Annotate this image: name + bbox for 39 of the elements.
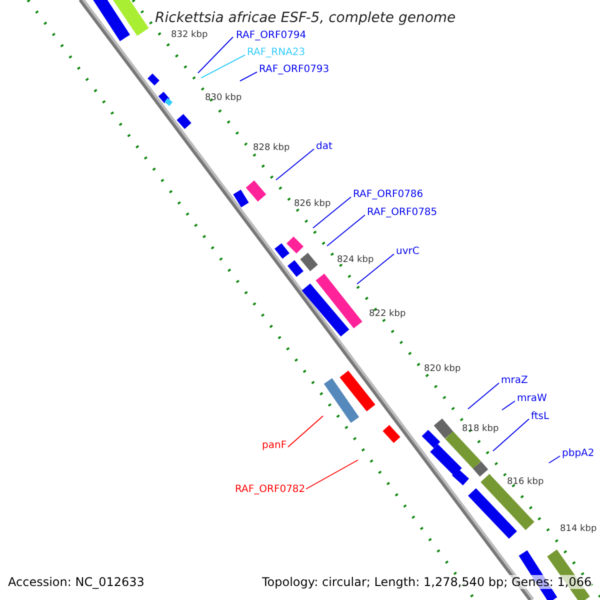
diagram-title: Rickettsia africae ESF-5, complete genome <box>155 11 456 25</box>
leader-line <box>468 382 500 410</box>
gene-label: RAF_ORF0782 <box>235 483 306 497</box>
gene-label: panF <box>262 439 287 453</box>
leader-line <box>492 418 530 452</box>
gene-label: dat <box>316 140 332 154</box>
info-text: Topology: circular; Length: 1,278,540 bp; Genes: 1,066 <box>262 575 592 589</box>
scale-label: 830 kbp <box>205 92 242 105</box>
gene-label: mraW <box>517 392 547 406</box>
leader-line <box>200 54 246 78</box>
leader-line <box>240 72 258 82</box>
scale-label: 826 kbp <box>294 198 331 211</box>
gene-label: RAF_ORF0793 <box>259 63 330 77</box>
gene-label: RAF_ORF0786 <box>353 188 424 202</box>
scale-label: 820 kbp <box>424 363 461 376</box>
leader-line <box>312 196 352 228</box>
leader-line <box>276 148 314 180</box>
leader-line <box>198 36 234 74</box>
leader-line <box>288 416 324 448</box>
leader-line <box>326 214 366 246</box>
leader-line <box>306 460 358 490</box>
scale-label: 818 kbp <box>462 423 499 436</box>
scale-label: 828 kbp <box>253 142 290 155</box>
leader-line <box>502 400 516 410</box>
leader-line <box>356 254 394 284</box>
scale-label: 814 kbp <box>560 523 597 536</box>
gene-label: RAF_ORF0785 <box>367 206 438 220</box>
info-text: Accession: NC_012633 <box>8 575 144 589</box>
scale-label: 832 kbp <box>171 29 208 42</box>
gene-label: RAF_RNA23 <box>247 46 306 60</box>
leader-line <box>548 456 560 464</box>
scale-label: 824 kbp <box>337 254 374 267</box>
gene-label: ftsL <box>531 410 550 424</box>
scale-label: 816 kbp <box>507 476 544 489</box>
gene-label: uvrC <box>396 245 420 259</box>
gene-label: mraZ <box>501 374 528 388</box>
scale-label: 822 kbp <box>369 308 406 321</box>
gene-label: RAF_ORF0794 <box>236 29 306 43</box>
gene-label: pbpA2 <box>562 447 594 461</box>
